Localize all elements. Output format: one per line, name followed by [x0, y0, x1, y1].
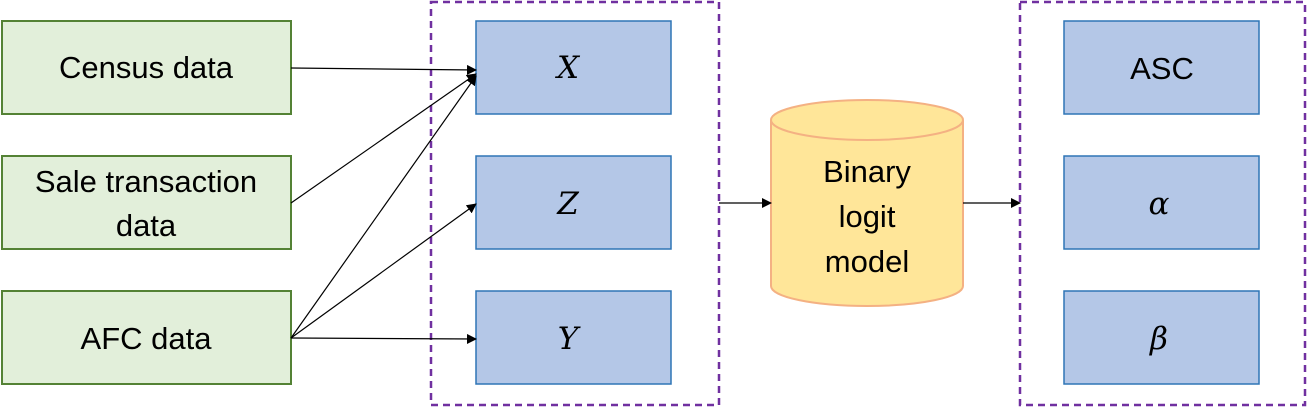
outputs-group: [1018, 0, 1307, 407]
edge-census-to-x: [290, 64, 477, 75]
variable-z-label: Z: [556, 186, 579, 222]
variable-x-label: X: [555, 50, 581, 86]
sale-transaction-data-node: Sale transaction data: [1, 155, 292, 250]
binary-logit-model-node: Binary logit model: [770, 99, 964, 307]
edge-afc-to-z: [290, 203, 477, 339]
output-alpha-node: α: [1063, 155, 1260, 250]
census-data-label: Census data: [59, 50, 234, 85]
edge-sale-to-x: [290, 73, 477, 204]
variable-x-node: X: [475, 20, 672, 115]
model-label-line1: Binary: [823, 154, 911, 189]
variable-y-label: Y: [558, 321, 581, 357]
afc-data-node: AFC data: [1, 290, 292, 385]
sale-transaction-label-line1: Sale transaction: [35, 164, 257, 199]
output-alpha-label: α: [1149, 186, 1170, 222]
variables-group: [429, 0, 721, 407]
sale-transaction-label-line2: data: [116, 208, 177, 243]
output-beta-label: β: [1149, 321, 1168, 357]
output-beta-node: β: [1063, 290, 1260, 385]
edge-afc-to-x: [290, 75, 477, 339]
variable-y-node: Y: [475, 290, 672, 385]
output-asc-label: ASC: [1130, 51, 1194, 86]
edge-afc-to-y: [290, 333, 477, 344]
afc-data-label: AFC data: [81, 321, 213, 356]
variable-z-node: Z: [475, 155, 672, 250]
model-label-line2: logit: [839, 199, 896, 234]
model-label-line3: model: [825, 244, 909, 279]
output-asc-node: ASC: [1063, 20, 1260, 115]
census-data-node: Census data: [1, 20, 292, 115]
